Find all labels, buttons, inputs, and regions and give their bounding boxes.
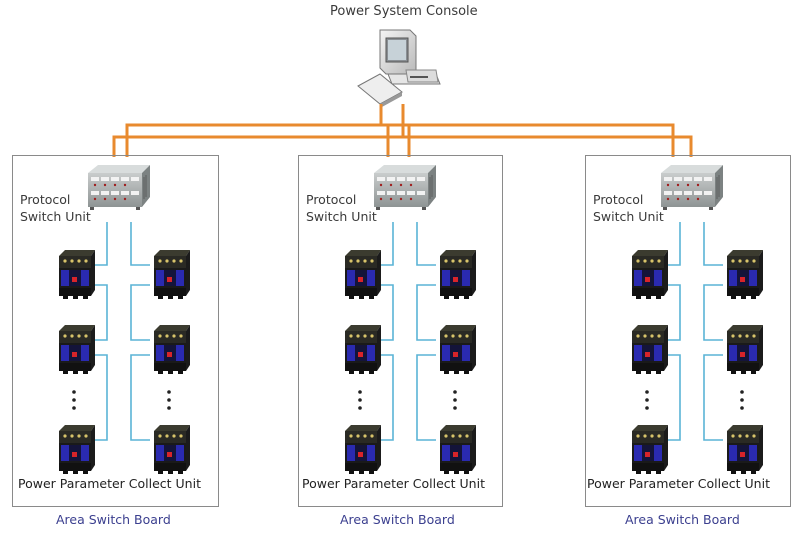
protocol-switch-unit-label: Protocol Switch Unit bbox=[306, 191, 377, 225]
bus-line-segment bbox=[416, 284, 436, 341]
network-lines bbox=[112, 104, 693, 157]
ellipsis-icon bbox=[72, 390, 76, 410]
bus-line-segment bbox=[380, 222, 394, 266]
psu-label-line2: Switch Unit bbox=[20, 209, 91, 224]
power-parameter-collect-unit-label: Power Parameter Collect Unit bbox=[587, 476, 770, 491]
bus-line-segment bbox=[703, 222, 723, 266]
area-switch-board bbox=[12, 155, 219, 507]
bus-line-segment bbox=[130, 222, 150, 266]
psu-label-line1: Protocol bbox=[306, 192, 357, 207]
area-switch-board-caption: Area Switch Board bbox=[340, 512, 455, 527]
area-switch-board-caption: Area Switch Board bbox=[56, 512, 171, 527]
ellipsis-icon bbox=[358, 390, 362, 410]
psu-label-line1: Protocol bbox=[593, 192, 644, 207]
bus-line-segment bbox=[380, 284, 394, 341]
psu-label-line2: Switch Unit bbox=[593, 209, 664, 224]
network-line-b bbox=[112, 104, 405, 157]
ellipsis-icon bbox=[740, 390, 744, 410]
network-line-a bbox=[125, 104, 383, 157]
board-graphics bbox=[345, 164, 476, 474]
bus-line-segment bbox=[703, 284, 723, 341]
bus-line-segment bbox=[667, 222, 681, 266]
power-parameter-collect-unit-label: Power Parameter Collect Unit bbox=[302, 476, 485, 491]
bus-line-segment bbox=[667, 354, 681, 441]
board-graphics bbox=[632, 164, 763, 474]
console-title: Power System Console bbox=[330, 4, 478, 19]
bus-lines bbox=[380, 222, 436, 441]
bus-line-segment bbox=[416, 222, 436, 266]
psu-label-line2: Switch Unit bbox=[306, 209, 377, 224]
bus-line-segment bbox=[94, 354, 108, 441]
psu-label-line1: Protocol bbox=[20, 192, 71, 207]
bus-line-segment bbox=[416, 354, 436, 441]
ellipsis-icon bbox=[453, 390, 457, 410]
protocol-switch-unit-label: Protocol Switch Unit bbox=[593, 191, 664, 225]
bus-line-segment bbox=[130, 354, 150, 441]
area-switch-board bbox=[298, 155, 503, 507]
power-parameter-collect-unit-label: Power Parameter Collect Unit bbox=[18, 476, 201, 491]
area-switch-board bbox=[585, 155, 791, 507]
desktop-computer-icon bbox=[357, 29, 441, 108]
bus-line-segment bbox=[94, 222, 108, 266]
bus-lines bbox=[94, 222, 150, 441]
bus-lines bbox=[667, 222, 723, 441]
bus-line-segment bbox=[667, 284, 681, 341]
bus-line-segment bbox=[94, 284, 108, 341]
board-graphics bbox=[59, 164, 190, 474]
area-switch-board-caption: Area Switch Board bbox=[625, 512, 740, 527]
protocol-switch-unit-label: Protocol Switch Unit bbox=[20, 191, 91, 225]
ellipsis-icon bbox=[645, 390, 649, 410]
ellipsis-icon bbox=[167, 390, 171, 410]
bus-line-segment bbox=[703, 354, 723, 441]
network-line-b-right bbox=[403, 135, 693, 157]
bus-line-segment bbox=[130, 284, 150, 341]
bus-line-segment bbox=[380, 354, 394, 441]
network-line-a-right bbox=[381, 123, 675, 157]
